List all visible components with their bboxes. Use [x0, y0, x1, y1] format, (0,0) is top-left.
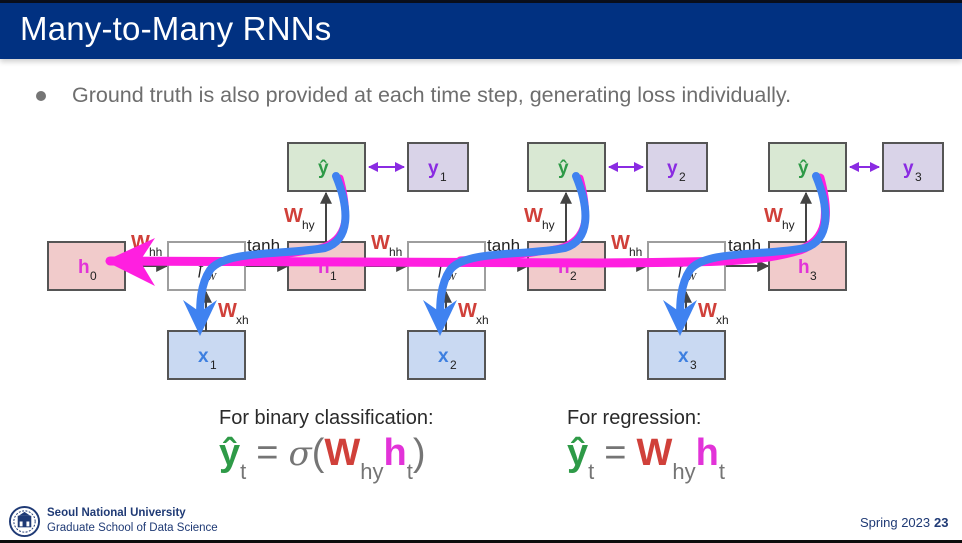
university-name: Seoul National University: [47, 507, 186, 519]
svg-text:y: y: [428, 158, 439, 179]
top-border: [0, 0, 962, 3]
wxh-label-3: W: [698, 300, 717, 322]
svg-text:3: 3: [915, 170, 922, 184]
svg-text:3: 3: [690, 358, 697, 372]
svg-text:hy: hy: [782, 218, 795, 232]
node-y1: [407, 142, 469, 192]
svg-text:W: W: [687, 271, 697, 283]
svg-text:hh: hh: [149, 245, 162, 259]
whh-label-2: W hh: [371, 232, 402, 259]
blue-arrowhead-icon-3: [663, 300, 697, 336]
svg-text:hh: hh: [629, 245, 642, 259]
formula-yhat: ŷ: [219, 432, 241, 474]
school-name: Graduate School of Data Science: [47, 522, 218, 534]
svg-text:y: y: [667, 158, 678, 179]
classification-caption: For binary classification:: [219, 407, 434, 429]
slide-title: Many-to-Many RNNs: [20, 10, 332, 47]
svg-text:y: y: [903, 158, 914, 179]
classification-formula-block: For binary classification: ŷ t = σ ( W h…: [219, 407, 434, 484]
bottom-border: [0, 540, 962, 543]
svg-text:2: 2: [679, 170, 686, 184]
svg-text:x: x: [678, 346, 689, 367]
node-yhat1: [287, 142, 366, 192]
svg-text:3: 3: [810, 269, 817, 283]
fw-label-1: f: [198, 259, 205, 278]
node-y2: [646, 142, 708, 192]
svg-text:x: x: [198, 346, 209, 367]
wxh-label-1: W: [218, 300, 237, 322]
university-logo-icon: [9, 506, 40, 537]
svg-text:hy: hy: [302, 218, 315, 232]
whh-label-3: W hh: [611, 232, 642, 259]
svg-text:ŷ: ŷ: [558, 158, 569, 179]
regression-caption: For regression:: [567, 407, 702, 429]
node-y3: [882, 142, 944, 192]
svg-text:1: 1: [440, 170, 447, 184]
svg-text:xh: xh: [476, 313, 489, 327]
why-label-3: W: [764, 205, 783, 227]
h0-sub: 0: [90, 269, 97, 283]
pink-arrowhead-icon: [105, 238, 155, 286]
svg-text:1: 1: [330, 269, 337, 283]
page-number: 23: [934, 515, 949, 530]
svg-text:W: W: [447, 271, 457, 283]
regression-formula-block: For regression: ŷ t = W hy h t: [567, 407, 725, 484]
node-yhat2: [527, 142, 606, 192]
svg-text:xh: xh: [236, 313, 249, 327]
why-label-1: W: [284, 205, 303, 227]
svg-text:x: x: [438, 346, 449, 367]
bullet-item: Ground truth is also provided at each ti…: [36, 83, 791, 108]
svg-text:h: h: [798, 257, 810, 278]
h0-label: h: [78, 257, 90, 278]
bullet-text: Ground truth is also provided at each ti…: [72, 83, 792, 107]
node-x1: [167, 330, 246, 380]
node-yhat3: [768, 142, 847, 192]
svg-text:hy: hy: [542, 218, 555, 232]
sigma-symbol: σ: [288, 434, 312, 474]
semester-label: Spring 2023: [860, 515, 931, 530]
svg-text:W: W: [371, 232, 390, 254]
why-label-2: W: [524, 205, 543, 227]
wxh-label-2: W: [458, 300, 477, 322]
slide-header: Many-to-Many RNNs: [0, 3, 962, 59]
blue-arrowhead-icon-1: [183, 300, 217, 336]
svg-text:hh: hh: [389, 245, 402, 259]
svg-text:ŷ: ŷ: [798, 158, 809, 179]
svg-text:h: h: [318, 257, 330, 278]
svg-text:1: 1: [210, 358, 217, 372]
node-h0: h 0: [47, 241, 126, 291]
svg-text:xh: xh: [716, 313, 729, 327]
blue-arrowhead-icon-2: [423, 300, 457, 336]
svg-text:f: f: [678, 259, 685, 278]
svg-text:2: 2: [570, 269, 577, 283]
svg-text:W: W: [611, 232, 630, 254]
fw-sub-1: W: [207, 271, 217, 283]
regression-formula: ŷ t = W hy h t: [567, 432, 725, 484]
gradient-flow-blue: [183, 172, 830, 336]
svg-text:f: f: [438, 259, 445, 278]
svg-text:2: 2: [450, 358, 457, 372]
classification-formula: ŷ t = σ ( W hy h t ): [219, 432, 426, 484]
bullet-dot-icon: [36, 90, 46, 101]
svg-text:h: h: [558, 257, 570, 278]
svg-text:ŷ: ŷ: [318, 158, 329, 179]
